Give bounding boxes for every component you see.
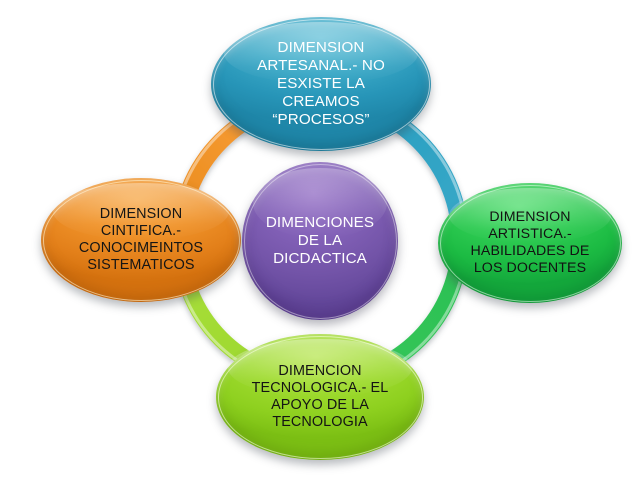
node-dimension-artistica[interactable]: DIMENSION ARTISTICA.- HABILIDADES DE LOS… (438, 183, 622, 303)
node-center-dimenciones-didactica[interactable]: DIMENCIONES DE LA DICDACTICA (242, 162, 398, 320)
node-dimension-tecnologica[interactable]: DIMENCION TECNOLOGICA.- EL APOYO DE LA T… (216, 334, 424, 460)
node-dimension-tecnologica-label: DIMENCION TECNOLOGICA.- EL APOYO DE LA T… (251, 362, 389, 431)
node-dimension-artesanal[interactable]: DIMENSION ARTESANAL.- NO ESXISTE LA CREA… (211, 17, 431, 151)
node-dimension-artesanal-label: DIMENSION ARTESANAL.- NO ESXISTE LA CREA… (257, 38, 385, 129)
node-dimension-artistica-label: DIMENSION ARTISTICA.- HABILIDADES DE LOS… (470, 209, 590, 276)
node-dimension-cintifica-label: DIMENSION CINTIFICA.- CONOCIMEINTOS SIST… (78, 205, 204, 274)
node-dimension-cintifica[interactable]: DIMENSION CINTIFICA.- CONOCIMEINTOS SIST… (41, 178, 241, 302)
node-center-label: DIMENCIONES DE LA DICDACTICA (265, 213, 375, 268)
